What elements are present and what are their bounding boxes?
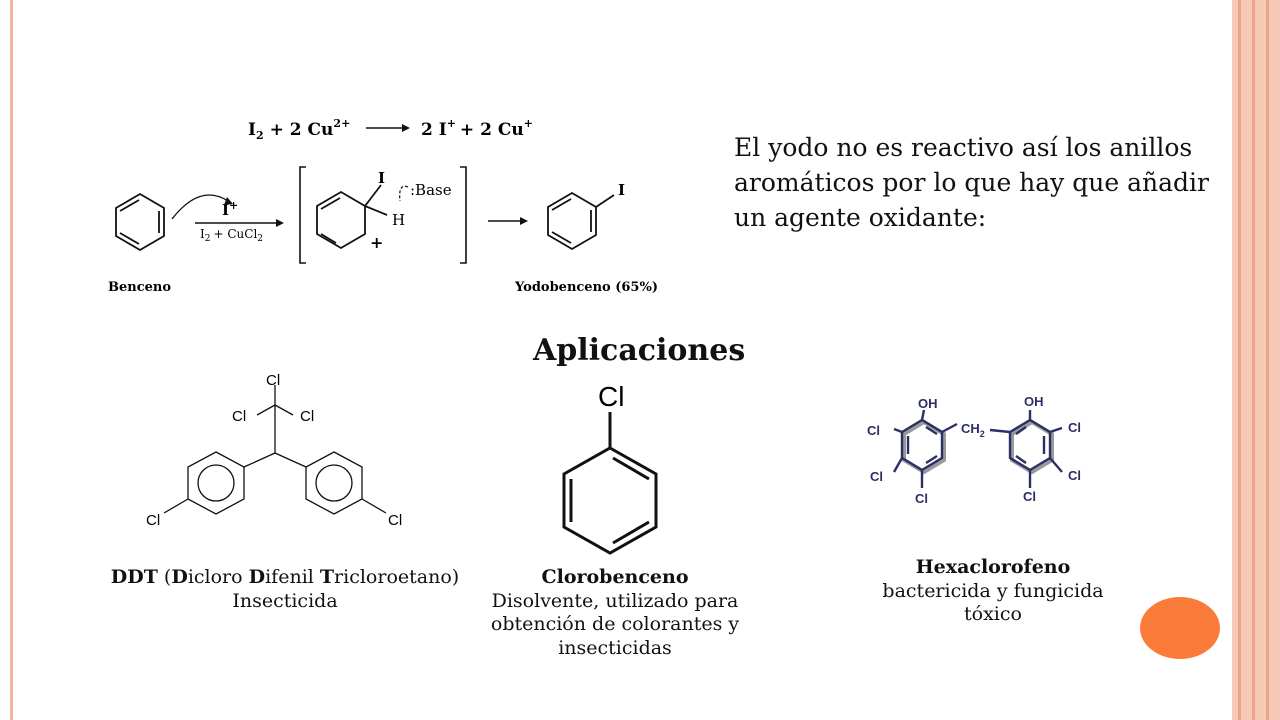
svg-text:2 I++ 2 Cu+: 2 I++ 2 Cu+ <box>421 117 533 140</box>
svg-text:Cl: Cl <box>1023 489 1036 504</box>
svg-text:Cl: Cl <box>1068 468 1081 483</box>
svg-text:Cl: Cl <box>232 408 246 425</box>
ddt-name: DDT (Dicloro Difenil Tricloroetano) <box>110 566 460 588</box>
slide-side-line <box>1238 0 1241 720</box>
svg-text:I+: I+ <box>222 199 238 219</box>
svg-text::Base: :Base <box>410 181 452 199</box>
svg-text:Cl: Cl <box>598 381 624 412</box>
svg-text:Cl: Cl <box>867 423 880 438</box>
svg-text:OH: OH <box>1024 394 1044 409</box>
hexachlorophene-toxicity: tóxico <box>964 603 1022 625</box>
svg-text:I2+ CuCl2: I2+ CuCl2 <box>200 227 263 244</box>
iodobenzene-structure <box>547 191 615 251</box>
ddt-caption: DDT (Dicloro Difenil Tricloroetano) Inse… <box>105 566 465 613</box>
hexachlorophene-structure: OH OH CH2 Cl Cl Cl Cl Cl Cl <box>867 394 1081 506</box>
oxidation-equation: I2+ 2 Cu2+ 2 I++ 2 Cu+ <box>248 117 533 142</box>
svg-text:Cl: Cl <box>388 512 402 529</box>
svg-text:Cl: Cl <box>146 512 160 529</box>
section-heading: Aplicaciones <box>533 333 746 368</box>
ddt-use: Insecticida <box>232 589 338 612</box>
benzene-structure <box>115 192 165 252</box>
chlorobenzene-structure: Cl <box>562 381 658 555</box>
slide-accent-dot <box>1140 597 1220 659</box>
chlorobenzene-description: Disolvente, utilizado para obtención de … <box>490 589 740 659</box>
svg-text:Cl: Cl <box>266 372 280 389</box>
slide-frame-left-line <box>10 0 13 720</box>
svg-text:OH: OH <box>918 396 938 411</box>
svg-text:Cl: Cl <box>300 408 314 425</box>
svg-text:Cl: Cl <box>1068 420 1081 435</box>
svg-text:H: H <box>392 211 405 229</box>
svg-text:Cl: Cl <box>915 491 928 506</box>
slide-side-line <box>1252 0 1255 720</box>
svg-text:I: I <box>378 169 385 187</box>
svg-text:Cl: Cl <box>870 469 883 484</box>
oxidant-explanation-text: El yodo no es reactivo así los anillos a… <box>734 133 1209 232</box>
hexachlorophene-name: Hexaclorofeno <box>915 556 1071 578</box>
hexachlorophene-caption: Hexaclorofeno bactericida y fungicida tó… <box>858 556 1128 627</box>
slide-side-line <box>1266 0 1269 720</box>
iodobenzene-label: Yodobenceno (65%) <box>514 280 658 295</box>
svg-text:I2+ 2 Cu2+: I2+ 2 Cu2+ <box>248 117 350 142</box>
sigma-complex-structure <box>316 184 388 250</box>
svg-text:I: I <box>618 181 625 199</box>
hexachlorophene-use: bactericida y fungicida <box>882 579 1104 602</box>
svg-text:+: + <box>370 233 383 252</box>
chlorobenzene-caption: Clorobenceno Disolvente, utilizado para … <box>490 566 740 660</box>
chlorobenzene-name: Clorobenceno <box>541 566 689 588</box>
ddt-structure: Cl Cl Cl Cl Cl <box>146 372 402 529</box>
iodination-reaction-scheme: I2+ 2 Cu2+ 2 I++ 2 Cu+ I+ I2+ CuCl2 I H … <box>108 117 658 295</box>
svg-text:CH2: CH2 <box>961 421 985 439</box>
benzene-label: Benceno <box>108 280 171 295</box>
